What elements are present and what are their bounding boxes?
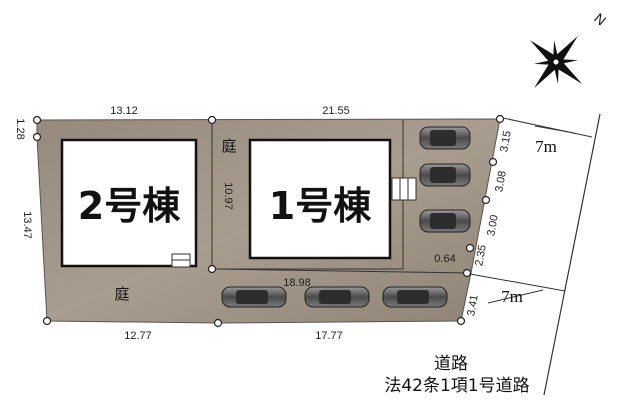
car-icon [419, 163, 471, 187]
dim-left-side: 13.47 [21, 211, 33, 239]
dim-top-left: 13.12 [110, 105, 138, 117]
dim-bottom-left: 12.77 [124, 330, 152, 342]
dim-building1-depth: 10.97 [222, 182, 234, 210]
car-icon [382, 286, 448, 308]
building-1-footprint [248, 138, 392, 260]
dim-right-top: 3.15 [498, 130, 514, 153]
dim-internal-boundary: 18.98 [283, 277, 311, 289]
car-icon [304, 286, 370, 308]
boundary-markers [32, 114, 505, 328]
road-label: 道路 [434, 354, 468, 374]
building-2-footprint [60, 138, 198, 268]
compass-north-label: N [591, 10, 609, 29]
dim-notch: 0.64 [434, 253, 455, 265]
dim-right-middle: 3.00 [485, 214, 501, 237]
road-edge-line [543, 113, 601, 396]
garden-label-side: 庭 [221, 137, 236, 155]
building-1-entrance-step [391, 177, 417, 201]
building-2-label: 2号棟 [78, 184, 181, 228]
building-1-label: 1号棟 [269, 184, 372, 228]
garden-label-front: 庭 [114, 285, 129, 303]
road-width-upper [502, 117, 593, 138]
dim-right-lower: 2.35 [473, 244, 489, 267]
dim-bottom-right: 17.77 [315, 330, 343, 342]
road-width-lower-label: 7m [501, 287, 523, 306]
road-classification-label: 法42条1項1号道路 [384, 376, 529, 396]
lot-division-parking [212, 120, 404, 270]
dim-right-upper: 3.08 [493, 170, 509, 193]
car-icon [419, 126, 471, 150]
car-icon [419, 209, 471, 233]
dim-top-right: 21.55 [322, 105, 350, 117]
compass-icon [529, 35, 583, 89]
road-width-upper-label: 7m [535, 137, 557, 156]
dim-right-bottom: 3.41 [465, 294, 481, 317]
building-2-entrance-step [171, 253, 191, 268]
lot-division-18-98 [217, 268, 471, 274]
road-width-lower [469, 273, 566, 304]
car-icon [221, 286, 287, 308]
dim-left-top-corner: 1.28 [14, 118, 26, 139]
